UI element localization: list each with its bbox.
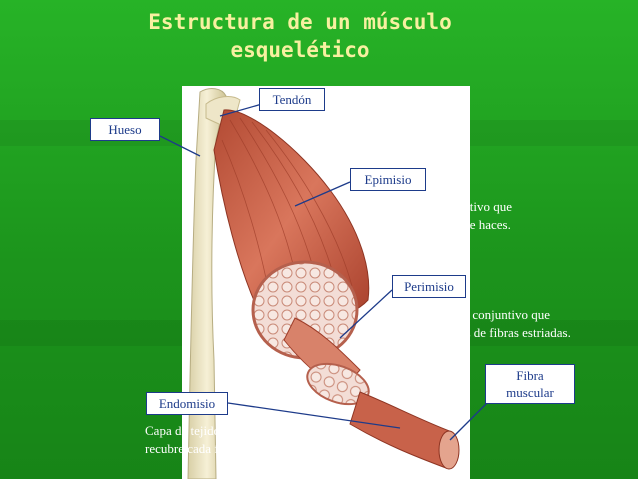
- muscle-fiber: [349, 391, 453, 469]
- description-epimisio: Capa de tejido conjuntivo que recubre un…: [356, 199, 512, 232]
- label-endomisio: Endomisio: [146, 392, 228, 415]
- label-epimisio: Epimisio: [350, 168, 426, 191]
- pointer-arrows: [159, 103, 491, 441]
- bone: [187, 88, 227, 479]
- label-perimisio: Perimisio: [392, 275, 466, 298]
- label-fibra-muscular: Fibra muscular: [485, 364, 575, 404]
- fiber-end: [438, 430, 460, 470]
- description-perimisio: Capa de tejido conjuntivo que recubre un…: [394, 307, 571, 340]
- label-tendon: Tendón: [259, 88, 325, 111]
- label-hueso: Hueso: [90, 118, 160, 141]
- description-endomisio: Capa de tejido conjuntivo que recubre ca…: [145, 423, 301, 456]
- slide-title: Estructura de un músculo esquelético: [148, 10, 452, 62]
